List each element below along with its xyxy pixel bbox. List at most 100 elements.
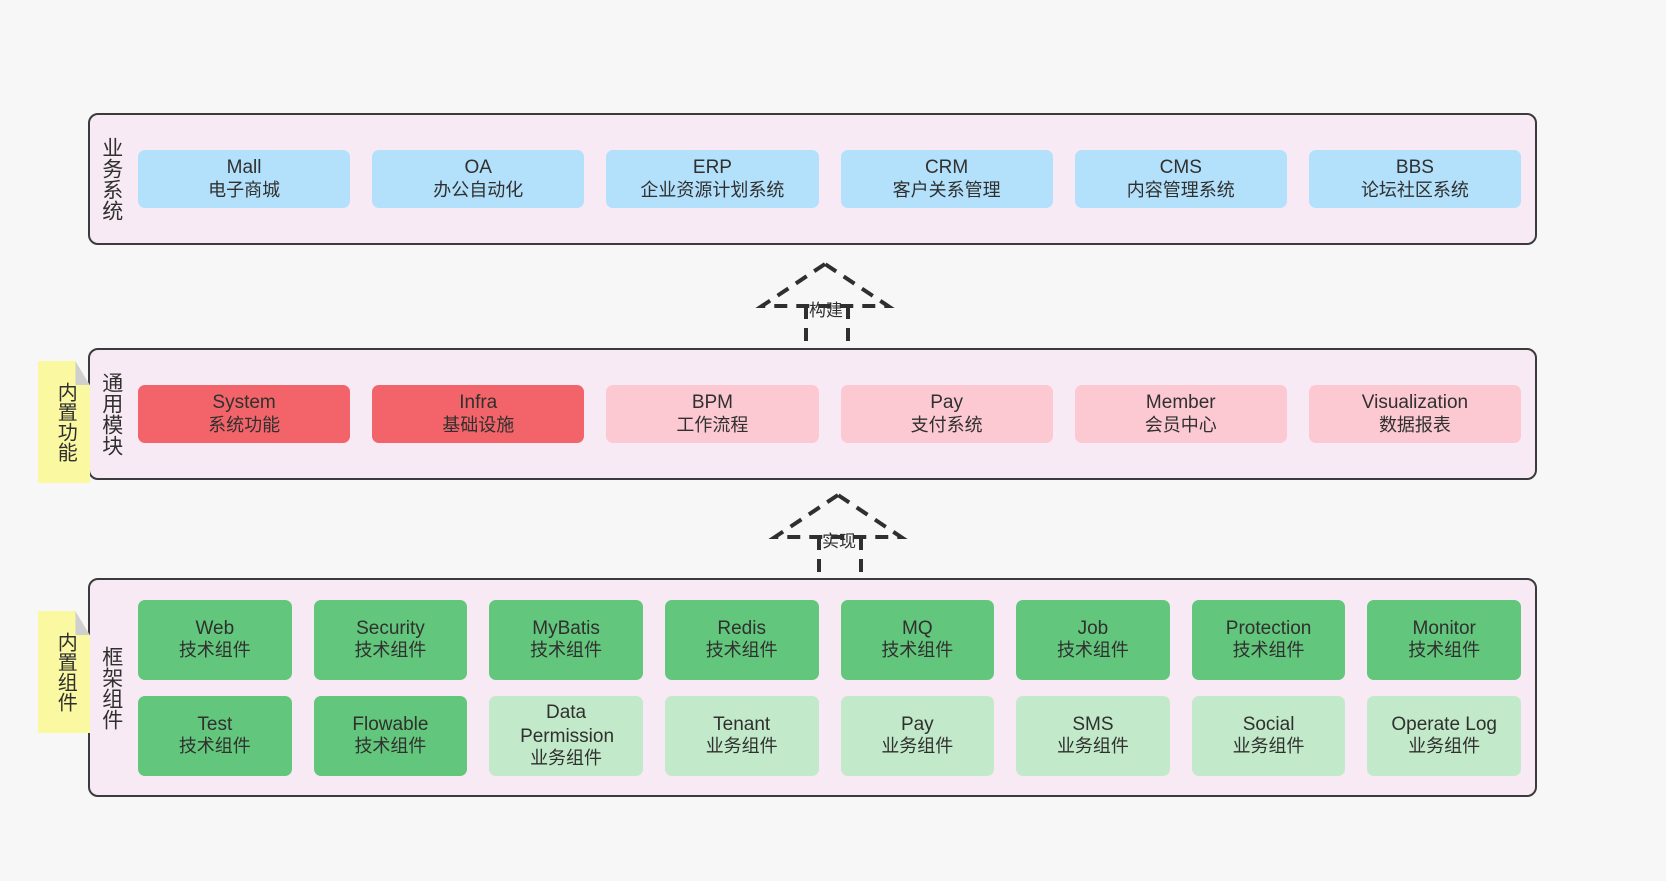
- node-title: Tenant: [713, 713, 771, 735]
- node-web[interactable]: Web 技术组件: [138, 599, 292, 680]
- node-operate-log[interactable]: Operate Log 业务组件: [1367, 695, 1521, 776]
- note-builtin-components-label: 内置组件: [54, 632, 77, 712]
- node-test[interactable]: Test 技术组件: [138, 695, 292, 776]
- node-title: SMS: [1072, 713, 1114, 735]
- node-job[interactable]: Job 技术组件: [1016, 599, 1170, 680]
- node-title: Pay: [930, 392, 963, 414]
- node-subtitle: 业务组件: [530, 747, 603, 768]
- connector-implement: 实现: [768, 492, 923, 583]
- node-crm[interactable]: CRM 客户关系管理: [840, 150, 1053, 208]
- node-title: Flowable: [352, 713, 429, 735]
- node-title: Visualization: [1361, 392, 1469, 414]
- layer-body-framework: Web 技术组件 Security 技术组件 MyBatis 技术组件 Redi…: [132, 580, 1535, 795]
- node-mybatis[interactable]: MyBatis 技术组件: [489, 599, 643, 680]
- node-subtitle: 业务组件: [705, 736, 778, 757]
- node-title: Operate Log: [1391, 713, 1497, 735]
- node-title: CMS: [1159, 157, 1202, 179]
- node-title: CRM: [924, 157, 969, 179]
- node-subtitle: 业务组件: [1056, 736, 1129, 757]
- node-subtitle: 业务组件: [1232, 736, 1305, 757]
- node-subtitle: 技术组件: [1056, 640, 1129, 661]
- node-subtitle: 支付系统: [910, 414, 983, 435]
- connector-build: 构建: [755, 261, 910, 352]
- note-builtin-components: 内置组件: [38, 611, 90, 733]
- note-builtin-features-label: 内置功能: [54, 382, 77, 462]
- node-subtitle: 技术组件: [530, 640, 603, 661]
- node-subtitle: 系统功能: [208, 414, 281, 435]
- node-title: MyBatis: [532, 617, 600, 639]
- node-title: Protection: [1225, 617, 1312, 639]
- node-subtitle: 业务组件: [1408, 736, 1481, 757]
- node-protection[interactable]: Protection 技术组件: [1191, 599, 1346, 680]
- node-subtitle: 技术组件: [354, 640, 427, 661]
- node-title: Security: [356, 617, 425, 639]
- node-title: Data Permission: [520, 702, 615, 747]
- node-mall[interactable]: Mall 电子商城: [138, 150, 351, 208]
- node-title: System: [212, 392, 276, 414]
- node-title: BPM: [691, 392, 734, 414]
- layer-body-business: Mall 电子商城 OA 办公自动化 ERP 企业资源计划系统 CRM 客户关系…: [132, 115, 1535, 243]
- node-subtitle: 电子商城: [208, 179, 281, 200]
- node-visualization[interactable]: Visualization 数据报表: [1308, 385, 1522, 443]
- layer-title-common: 通用模块: [99, 372, 123, 456]
- node-subtitle: 技术组件: [178, 736, 251, 757]
- node-subtitle: 技术组件: [1232, 640, 1305, 661]
- node-title: Member: [1145, 392, 1216, 414]
- node-pay-component[interactable]: Pay 业务组件: [840, 695, 995, 776]
- node-subtitle: 企业资源计划系统: [640, 179, 785, 200]
- layer-common-modules: 通用模块 System 系统功能 Infra 基础设施 BPM 工作流程 Pay…: [88, 348, 1537, 480]
- node-row: System 系统功能 Infra 基础设施 BPM 工作流程 Pay 支付系统…: [138, 385, 1522, 443]
- node-system[interactable]: System 系统功能: [138, 385, 351, 443]
- node-subtitle: 技术组件: [705, 640, 778, 661]
- node-subtitle: 技术组件: [1408, 640, 1481, 661]
- node-mq[interactable]: MQ 技术组件: [840, 599, 995, 680]
- node-member[interactable]: Member 会员中心: [1074, 385, 1287, 443]
- node-subtitle: 数据报表: [1378, 414, 1451, 435]
- node-title: Monitor: [1412, 617, 1476, 639]
- layer-business-systems: 业务系统 Mall 电子商城 OA 办公自动化 ERP 企业资源计划系统 CRM…: [88, 113, 1537, 245]
- node-sms[interactable]: SMS 业务组件: [1016, 695, 1170, 776]
- node-pay-module[interactable]: Pay 支付系统: [840, 385, 1053, 443]
- node-title: Infra: [459, 392, 498, 414]
- node-row: Test 技术组件 Flowable 技术组件 Data Permission …: [138, 695, 1521, 776]
- node-social[interactable]: Social 业务组件: [1191, 695, 1346, 776]
- node-data-permission[interactable]: Data Permission 业务组件: [489, 695, 643, 776]
- node-subtitle: 内容管理系统: [1126, 179, 1235, 200]
- node-title: OA: [464, 157, 492, 179]
- node-tenant[interactable]: Tenant 业务组件: [664, 695, 819, 776]
- node-subtitle: 业务组件: [881, 736, 954, 757]
- node-subtitle: 工作流程: [676, 414, 749, 435]
- node-monitor[interactable]: Monitor 技术组件: [1367, 599, 1521, 680]
- node-security[interactable]: Security 技术组件: [313, 599, 468, 680]
- note-builtin-features: 内置功能: [38, 361, 90, 483]
- node-title: MQ: [902, 617, 933, 639]
- node-subtitle: 基础设施: [442, 414, 515, 435]
- connector-build-label: 构建: [809, 301, 843, 320]
- node-title: BBS: [1395, 157, 1434, 179]
- node-title: Job: [1077, 617, 1109, 639]
- node-row: Mall 电子商城 OA 办公自动化 ERP 企业资源计划系统 CRM 客户关系…: [138, 150, 1522, 208]
- node-row: Web 技术组件 Security 技术组件 MyBatis 技术组件 Redi…: [138, 599, 1521, 680]
- node-title: Redis: [717, 617, 766, 639]
- node-subtitle: 技术组件: [881, 640, 954, 661]
- node-subtitle: 技术组件: [354, 736, 427, 757]
- node-subtitle: 客户关系管理: [892, 179, 1001, 200]
- layer-title-business: 业务系统: [99, 137, 123, 221]
- node-title: Web: [195, 617, 235, 639]
- layer-framework-components: 框架组件 Web 技术组件 Security 技术组件 MyBatis 技术组件…: [88, 578, 1537, 797]
- node-title: ERP: [692, 157, 732, 179]
- layer-title-framework: 框架组件: [99, 645, 123, 730]
- node-bbs[interactable]: BBS 论坛社区系统: [1308, 150, 1522, 208]
- node-subtitle: 论坛社区系统: [1360, 179, 1469, 200]
- node-redis[interactable]: Redis 技术组件: [664, 599, 819, 680]
- node-oa[interactable]: OA 办公自动化: [372, 150, 585, 208]
- node-cms[interactable]: CMS 内容管理系统: [1074, 150, 1287, 208]
- node-flowable[interactable]: Flowable 技术组件: [313, 695, 468, 776]
- node-erp[interactable]: ERP 企业资源计划系统: [606, 150, 819, 208]
- connector-implement-label: 实现: [822, 532, 856, 551]
- node-bpm[interactable]: BPM 工作流程: [606, 385, 819, 443]
- node-infra[interactable]: Infra 基础设施: [372, 385, 585, 443]
- node-title: Social: [1242, 713, 1295, 735]
- node-title: Mall: [226, 157, 262, 179]
